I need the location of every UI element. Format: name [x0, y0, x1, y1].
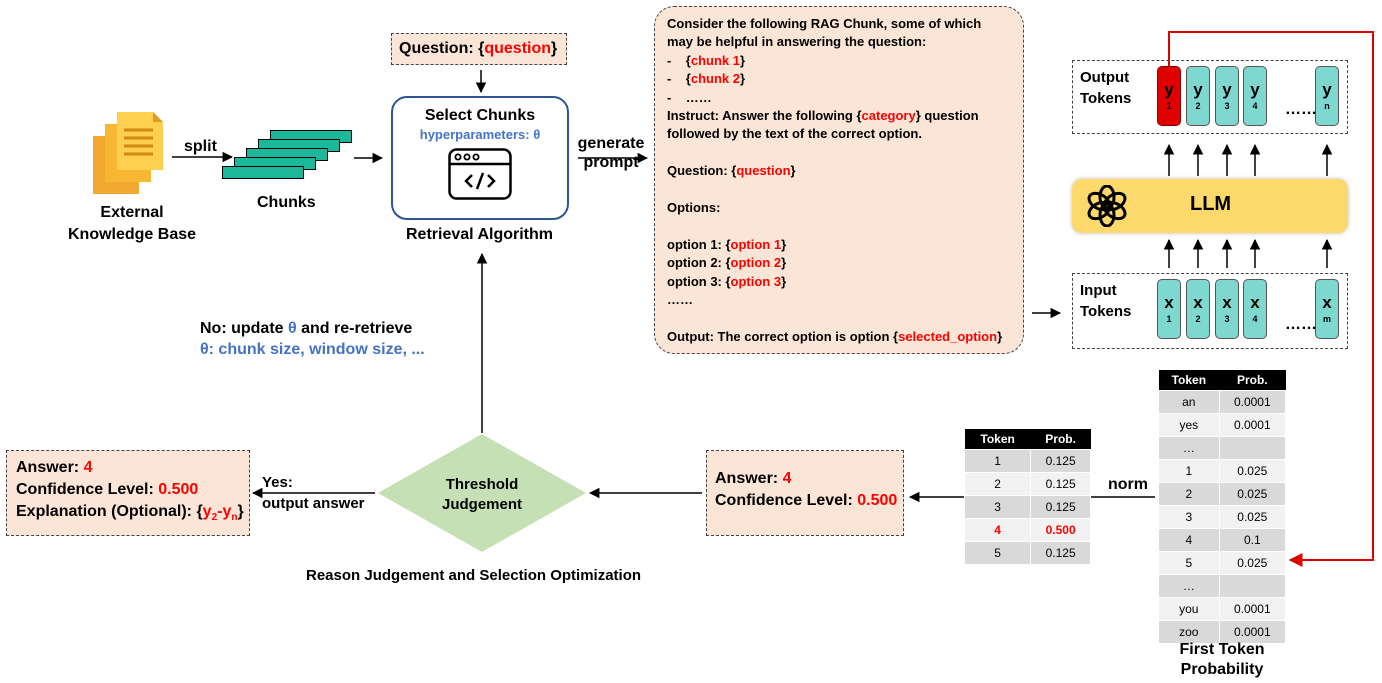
norm-header-token: Token	[964, 429, 1031, 450]
yes-label: Yes:output answer	[262, 474, 365, 512]
chunks-label: Chunks	[257, 194, 316, 211]
chunks-stack	[222, 130, 352, 190]
ft-header-prob: Prob.	[1219, 370, 1286, 391]
norm-header-prob: Prob.	[1030, 429, 1091, 450]
first-token-row: …	[1158, 574, 1287, 598]
threshold-diamond	[378, 434, 586, 552]
question-box: Question: {question}	[391, 33, 567, 65]
ft-header-token: Token	[1158, 370, 1220, 391]
retrieval-box: Select Chunks hyperparameters: θ	[391, 96, 569, 220]
feedback-text: No: update θ and re-retrieve θ: chunk si…	[200, 320, 425, 358]
norm-label: norm	[1108, 476, 1148, 493]
first-token-row: …	[1158, 436, 1287, 460]
llm-block: LLM	[1072, 179, 1348, 233]
section-caption: Reason Judgement and Selection Optimizat…	[306, 567, 642, 584]
answer-confidence-box: Answer: 4 Confidence Level: 0.500	[706, 450, 904, 536]
code-window-icon	[448, 148, 512, 200]
split-label: split	[184, 138, 217, 155]
document-stack-icon	[93, 112, 165, 197]
prompt-template-box: Consider the following RAG Chunk, some o…	[654, 6, 1024, 354]
first-token-arrow	[1168, 31, 1374, 567]
final-answer-box: Answer: 4 Confidence Level: 0.500 Explan…	[6, 450, 250, 536]
retrieval-caption: Retrieval Algorithm	[406, 226, 553, 243]
openai-logo-icon	[1086, 184, 1128, 228]
